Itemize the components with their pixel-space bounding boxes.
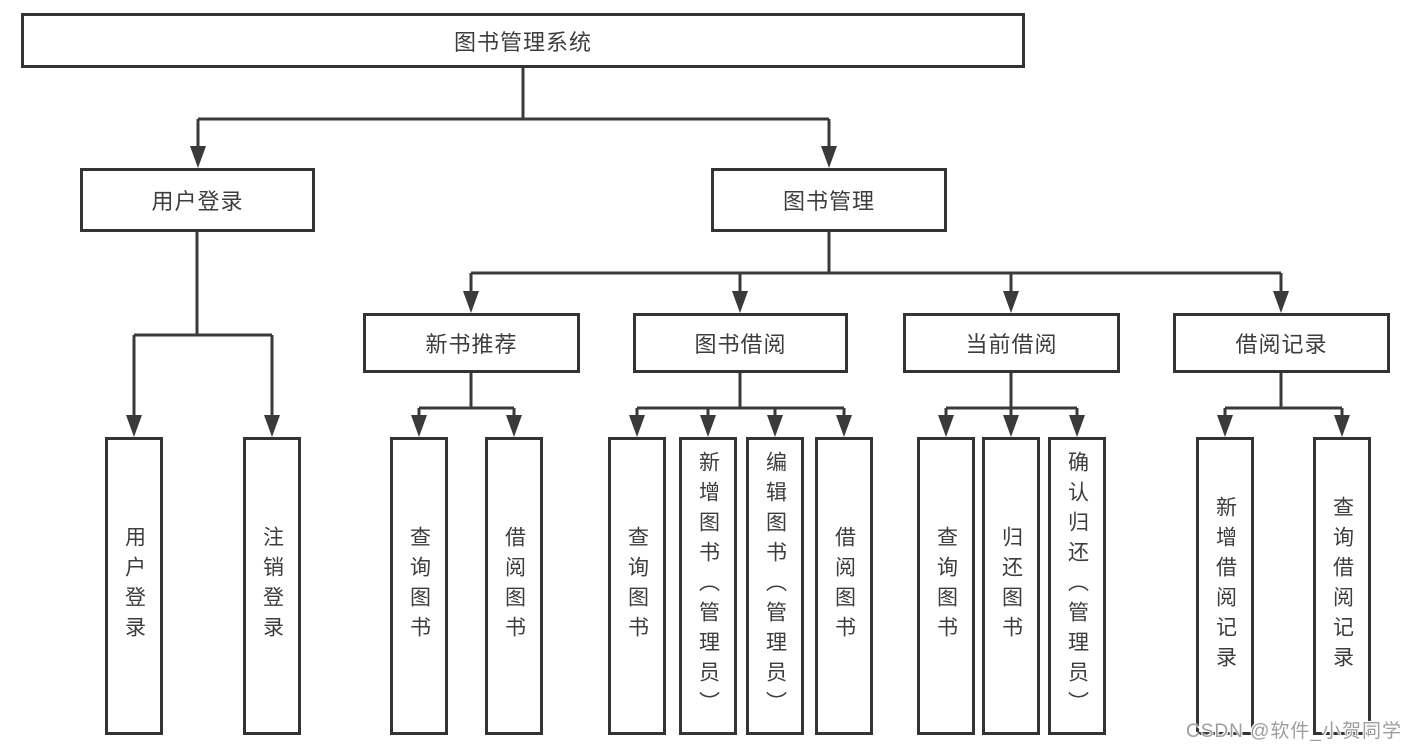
leaf-edit-book-admin: 编辑图书（管理员） bbox=[746, 437, 804, 735]
node-current-borrowing: 当前借阅 bbox=[903, 313, 1120, 373]
leaf-query-borrow-record: 查询借阅记录 bbox=[1313, 437, 1371, 735]
edge-strokes bbox=[132, 68, 1344, 417]
leaf-user-login: 用户登录 bbox=[105, 437, 163, 735]
leaf-label: 新增借阅记录 bbox=[1213, 496, 1237, 676]
leaf-return-book: 归还图书 bbox=[982, 437, 1040, 735]
leaf-label: 查询图书 bbox=[625, 526, 649, 646]
leaf-label: 查询借阅记录 bbox=[1330, 496, 1354, 676]
leaf-label: 查询图书 bbox=[934, 526, 958, 646]
leaf-label: 借阅图书 bbox=[832, 526, 856, 646]
leaf-borrow-book-2: 借阅图书 bbox=[815, 437, 873, 735]
leaf-label: 确认归还（管理员） bbox=[1065, 451, 1089, 721]
leaf-label: 查询图书 bbox=[407, 526, 431, 646]
leaf-label: 编辑图书（管理员） bbox=[763, 451, 787, 721]
leaf-confirm-return-admin: 确认归还（管理员） bbox=[1048, 437, 1106, 735]
csdn-watermark: CSDN @软件_小贺同学 bbox=[1186, 721, 1402, 742]
node-root-system: 图书管理系统 bbox=[21, 13, 1025, 68]
node-new-book-recommend: 新书推荐 bbox=[363, 313, 580, 373]
leaf-label: 新增图书（管理员） bbox=[696, 451, 720, 721]
node-book-management-branch: 图书管理 bbox=[711, 168, 947, 232]
leaf-query-book-1: 查询图书 bbox=[390, 437, 448, 735]
leaf-label: 注销登录 bbox=[260, 526, 284, 646]
leaf-query-book-2: 查询图书 bbox=[608, 437, 666, 735]
leaf-label: 借阅图书 bbox=[502, 526, 526, 646]
node-book-borrowing: 图书借阅 bbox=[633, 313, 848, 373]
leaf-add-book-admin: 新增图书（管理员） bbox=[679, 437, 737, 735]
node-borrowing-records: 借阅记录 bbox=[1173, 313, 1390, 373]
leaf-add-borrow-record: 新增借阅记录 bbox=[1196, 437, 1254, 735]
leaf-logout: 注销登录 bbox=[243, 437, 301, 735]
leaf-borrow-book-1: 借阅图书 bbox=[485, 437, 543, 735]
node-user-login-branch: 用户登录 bbox=[80, 168, 315, 232]
leaf-label: 用户登录 bbox=[122, 526, 146, 646]
arrowheads bbox=[126, 146, 1350, 437]
leaf-label: 归还图书 bbox=[999, 526, 1023, 646]
leaf-query-book-3: 查询图书 bbox=[917, 437, 975, 735]
